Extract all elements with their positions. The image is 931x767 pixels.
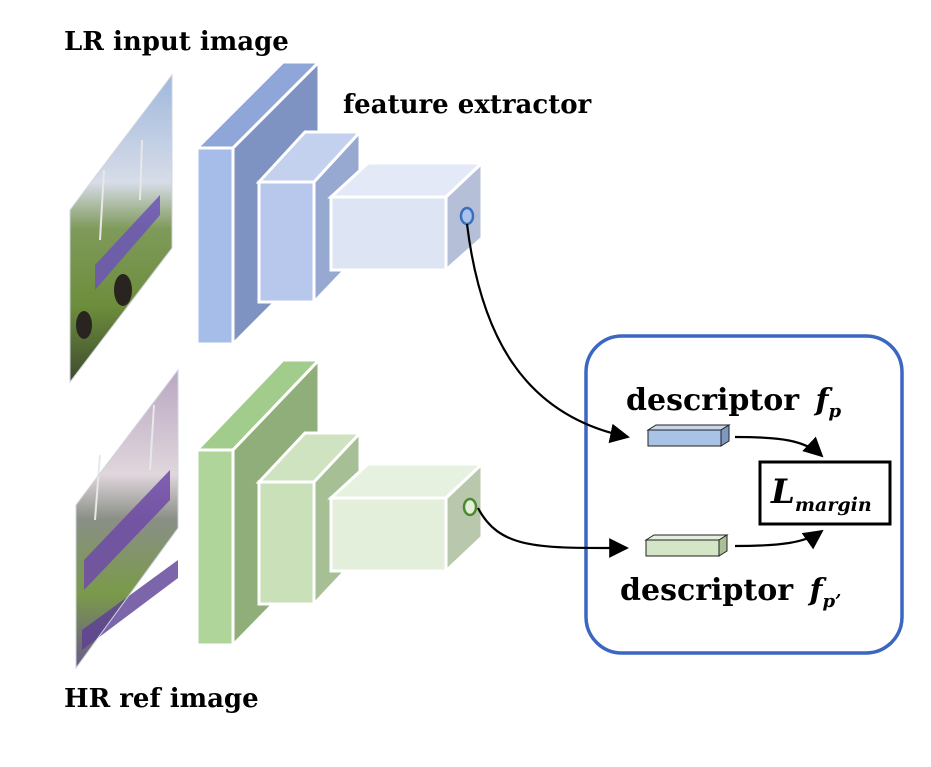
descriptor-bottom-label: descriptor fp’	[620, 573, 841, 612]
lr-input-label: LR input image	[64, 27, 289, 57]
loss-margin-box	[758, 460, 892, 526]
arrow-hr-to-descriptor	[477, 507, 629, 558]
loss-margin-label: Lmargin	[770, 472, 872, 516]
loss-module-box	[584, 334, 904, 655]
lr-feature-extractor	[193, 58, 486, 348]
hr-conv-block-3	[327, 460, 486, 575]
lr-feature-point	[459, 206, 475, 226]
arrow-lr-to-descriptor	[465, 223, 630, 444]
hr-ref-image	[75, 368, 179, 670]
lr-conv-block-3	[327, 159, 486, 274]
descriptor-fp-prime-bar	[644, 534, 729, 557]
descriptor-fp-bar	[646, 424, 731, 447]
lr-input-image	[69, 73, 173, 384]
descriptor-top-label: descriptor fp	[626, 383, 841, 422]
arrow-fp-prime-to-loss	[734, 529, 824, 550]
arrow-fp-to-loss	[734, 435, 824, 458]
hr-ref-label: HR ref image	[64, 684, 259, 714]
hr-feature-point	[462, 497, 478, 517]
feature-extractor-label: feature extractor	[343, 90, 592, 120]
hr-feature-extractor	[193, 356, 486, 649]
